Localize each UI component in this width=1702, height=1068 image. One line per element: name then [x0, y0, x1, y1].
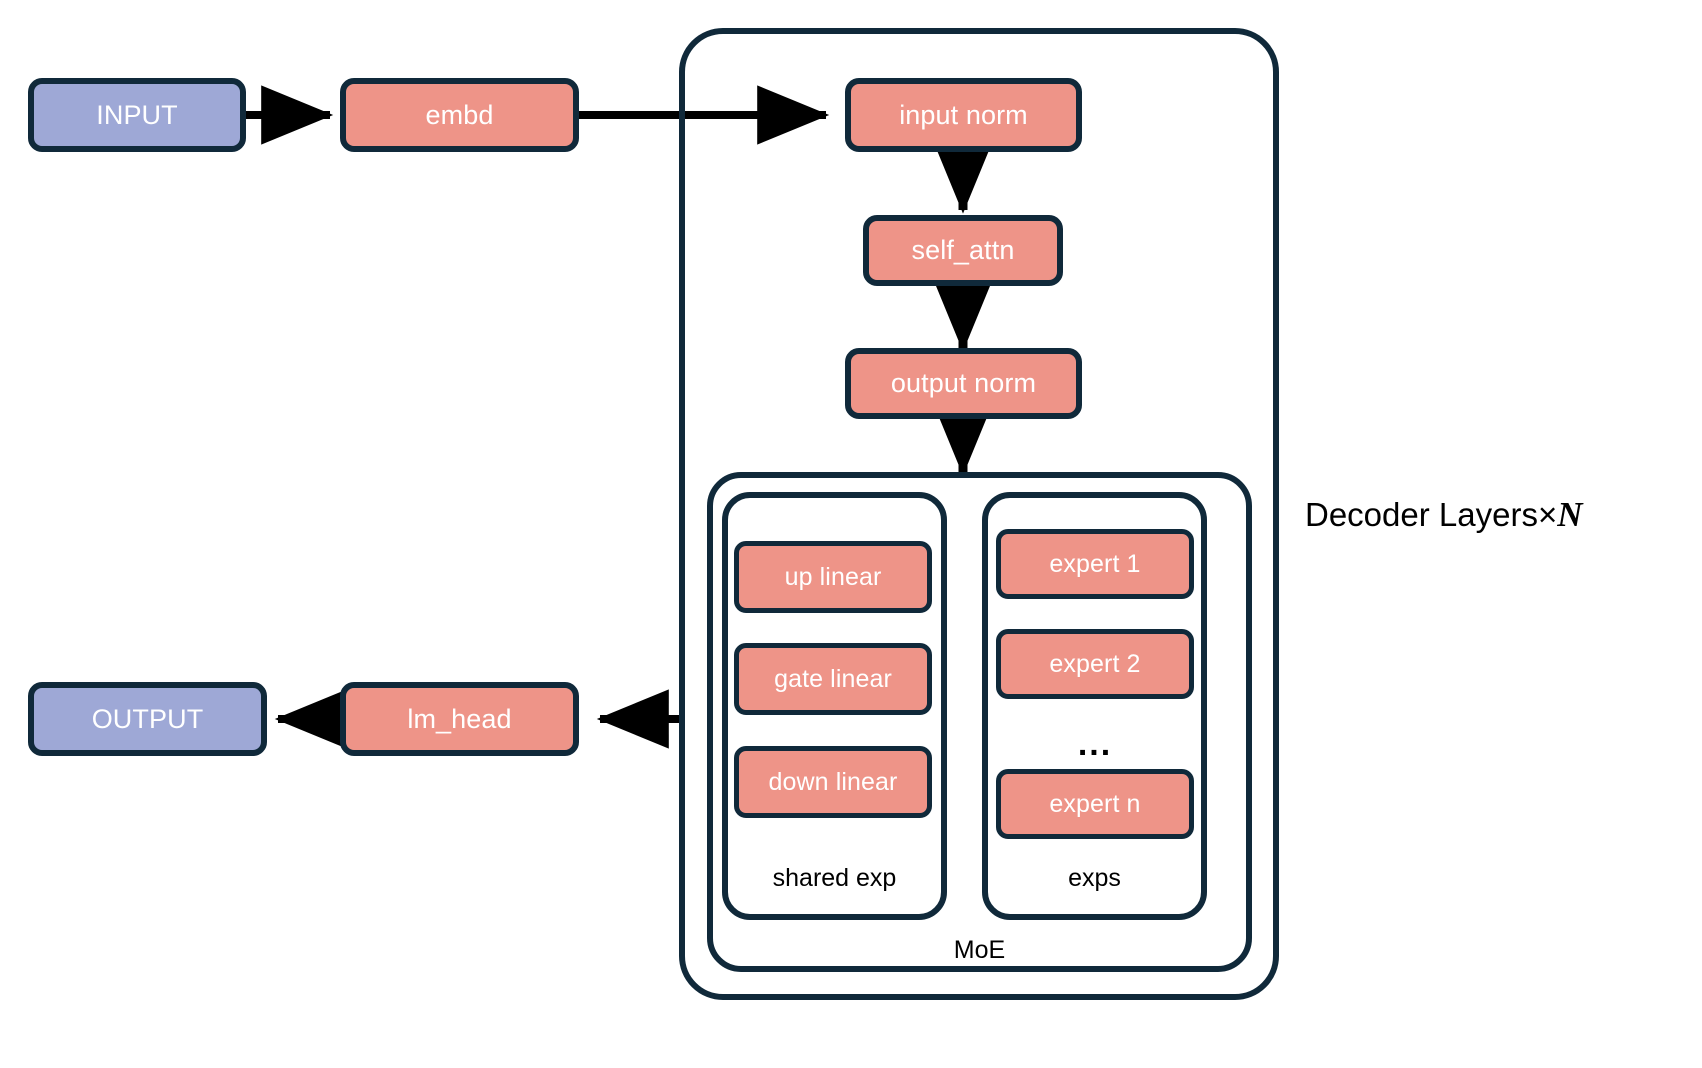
expert-ellipsis: ...	[1077, 725, 1113, 763]
node-output-label: OUTPUT	[91, 703, 204, 734]
decoder-layers-count-var: N	[1557, 495, 1583, 534]
shared-exp-label: shared exp	[772, 864, 897, 892]
node-lm-head-label: lm_head	[407, 703, 512, 734]
shared-exp-container	[722, 492, 947, 920]
node-input-norm-label: input norm	[899, 99, 1028, 130]
decoder-layers-label: Decoder Layers×N	[1305, 497, 1583, 532]
node-expert-1[interactable]: expert 1	[996, 529, 1194, 599]
node-gate-linear[interactable]: gate linear	[734, 643, 932, 715]
node-up-linear[interactable]: up linear	[734, 541, 932, 613]
decoder-layers-container	[679, 28, 1279, 1000]
node-input-norm[interactable]: input norm	[845, 78, 1082, 152]
node-input-label: INPUT	[96, 99, 178, 130]
node-expert-n-label: expert n	[1049, 789, 1141, 818]
moe-label: MoE	[953, 936, 1006, 964]
node-down-linear-label: down linear	[768, 767, 898, 796]
node-input[interactable]: INPUT	[28, 78, 246, 152]
node-self-attn[interactable]: self_attn	[863, 215, 1063, 286]
exps-label: exps	[1068, 864, 1121, 892]
node-expert-1-label: expert 1	[1049, 549, 1141, 578]
node-lm-head[interactable]: lm_head	[340, 682, 579, 756]
node-down-linear[interactable]: down linear	[734, 746, 932, 818]
node-expert-2[interactable]: expert 2	[996, 629, 1194, 699]
node-embd[interactable]: embd	[340, 78, 579, 152]
node-output-norm-label: output norm	[890, 368, 1037, 398]
moe-container	[707, 472, 1252, 972]
node-up-linear-label: up linear	[784, 562, 882, 591]
node-embd-label: embd	[425, 99, 494, 130]
node-expert-2-label: expert 2	[1049, 649, 1141, 678]
node-expert-n[interactable]: expert n	[996, 769, 1194, 839]
node-self-attn-label: self_attn	[911, 235, 1015, 265]
node-gate-linear-label: gate linear	[774, 664, 892, 693]
node-output-norm[interactable]: output norm	[845, 348, 1082, 419]
decoder-layers-prefix: Decoder Layers×	[1305, 496, 1558, 533]
exps-container	[982, 492, 1207, 920]
node-output[interactable]: OUTPUT	[28, 682, 267, 756]
